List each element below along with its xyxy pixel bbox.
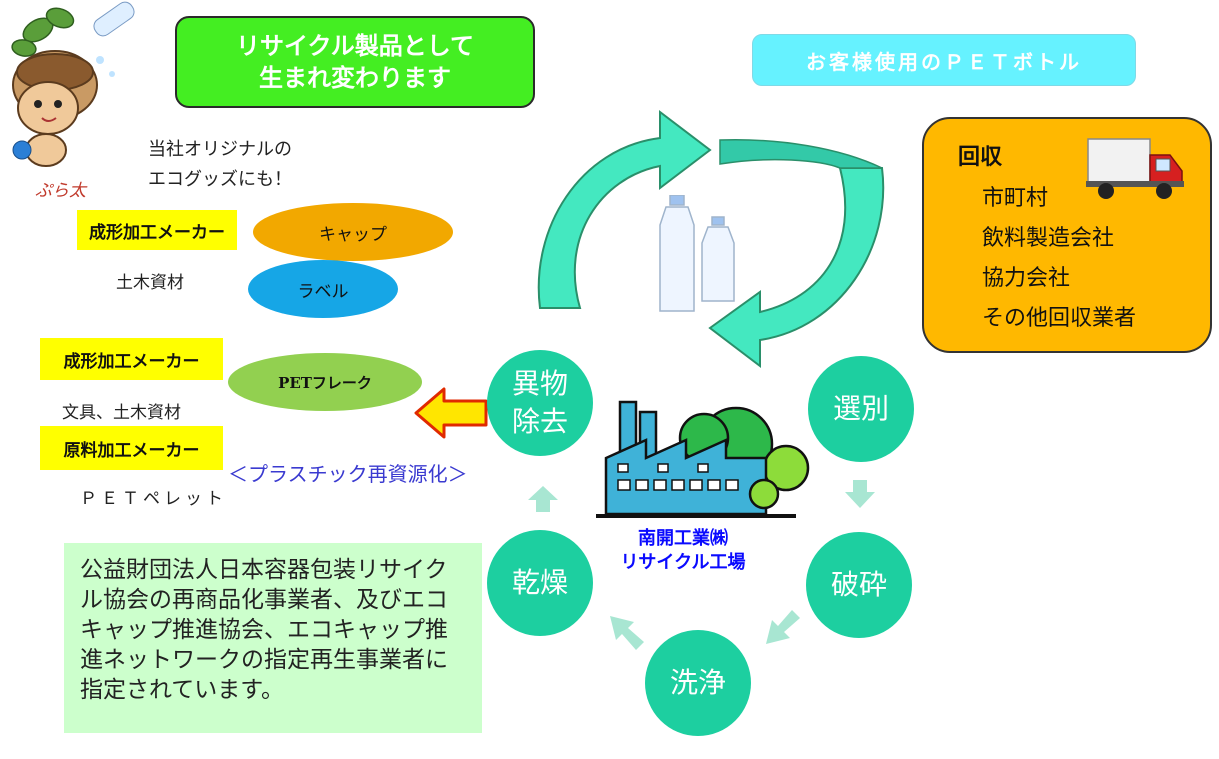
process-foreign-line2: 除去 — [511, 405, 568, 438]
up-left-arrow-icon — [610, 616, 644, 650]
molding-maker-label-1: 成形加工メーカー — [77, 210, 237, 250]
plastic-recycling-label: ＜プラスチック再資源化＞ — [228, 462, 468, 486]
down-left-arrow-icon — [766, 610, 800, 644]
cycle-arrows — [537, 109, 885, 369]
raw-maker-label: 原料加工メーカー — [40, 426, 223, 470]
label-product: ラベル — [248, 260, 398, 318]
cycle-arrow-lower — [708, 167, 885, 369]
factory-label-line2: リサイクル工場 — [620, 552, 746, 573]
up-arrow-icon — [528, 486, 558, 512]
eco-goods-line1: 当社オリジナルの — [148, 139, 292, 160]
left-arrow-icon — [414, 387, 488, 439]
factory-label-line1: 南開工業㈱ — [638, 528, 728, 549]
recycled-products-banner: リサイクル製品として 生まれ変わります — [175, 16, 535, 108]
collection-title: 回収 — [958, 145, 1003, 170]
stationery-label: 文具、土木資材 — [62, 403, 181, 423]
collection-item: 飲料製造会社 — [982, 226, 1115, 251]
pet-bottles-icon — [659, 195, 735, 312]
pet-flake-product: PETフレーク — [228, 353, 422, 411]
truck-icon — [1086, 138, 1184, 199]
recycled-products-line1: リサイクル製品として — [235, 32, 475, 60]
factory-icon — [596, 400, 810, 518]
process-wash: 洗浄 — [645, 630, 751, 736]
recycled-products-line2: 生まれ変わります — [259, 64, 451, 92]
eco-goods-text: 当社オリジナルの エコグッズにも！ — [148, 135, 292, 195]
eco-goods-line2: エコグッズにも！ — [148, 169, 292, 190]
collection-box: 回収 市町村 飲料製造会社 協力会社 その他回収業者 — [922, 117, 1212, 353]
molding-maker-label-2: 成形加工メーカー — [40, 338, 223, 380]
down-arrow-icon — [845, 480, 875, 508]
process-sort: 選別 — [808, 356, 914, 462]
cycle-arrow-upper — [537, 109, 712, 309]
collection-list: 市町村 飲料製造会社 協力会社 その他回収業者 — [982, 179, 1136, 339]
process-foreign-removal: 異物 除去 — [487, 350, 593, 456]
civil-materials-label-1: 土木資材 — [116, 273, 184, 293]
process-dry: 乾燥 — [487, 530, 593, 636]
process-crush: 破砕 — [806, 532, 912, 638]
factory-label: 南開工業㈱ リサイクル工場 — [612, 527, 754, 575]
pet-pellet-label: ＰＥＴペレット — [80, 489, 227, 509]
collection-item: 協力会社 — [982, 266, 1071, 291]
certification-note: 公益財団法人日本容器包装リサイクル協会の再商品化事業者、及びエコキャップ推進協会… — [64, 543, 482, 733]
customer-pet-banner: お客様使用のＰＥＴボトル — [752, 34, 1136, 86]
collection-item: その他回収業者 — [982, 306, 1137, 331]
process-foreign-line1: 異物 — [511, 367, 568, 400]
cap-product: キャップ — [253, 203, 453, 261]
mascot-name: ぷら太 — [35, 181, 86, 201]
collection-item: 市町村 — [982, 186, 1049, 211]
mascot-illustration — [0, 0, 150, 200]
